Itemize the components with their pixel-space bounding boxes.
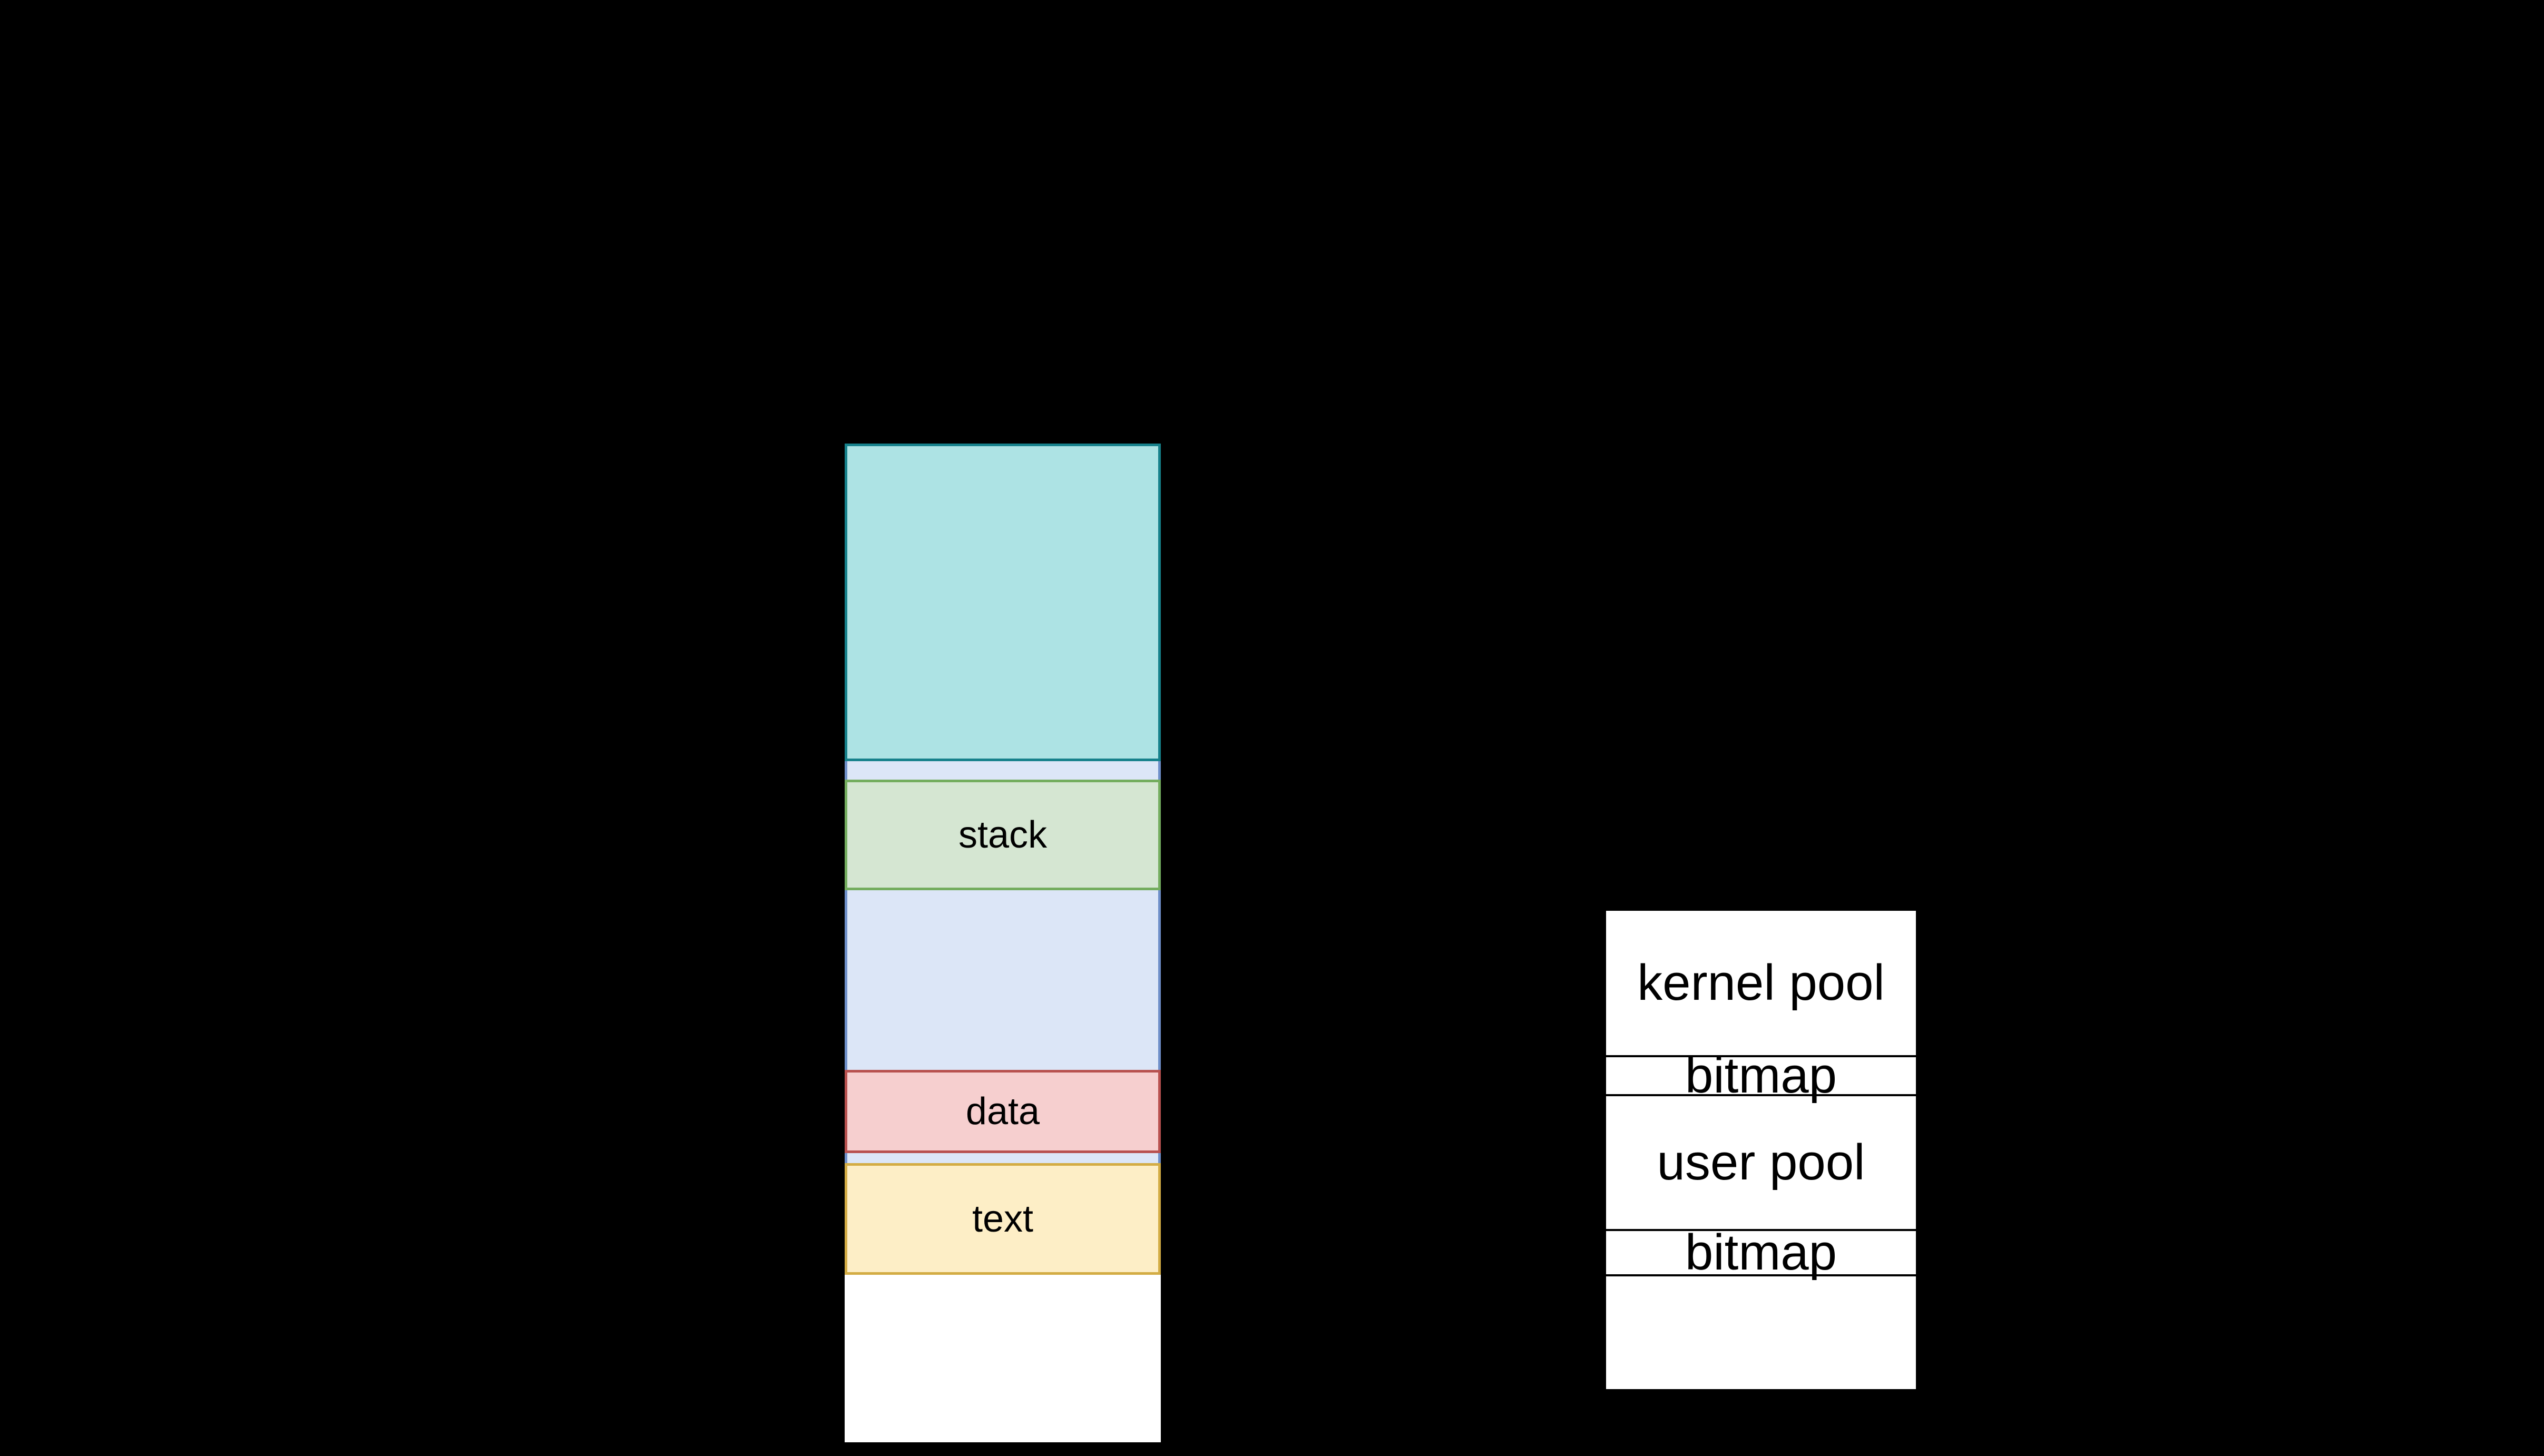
vm-segment-text: text bbox=[845, 1163, 1161, 1275]
pool-row-kernel-pool: kernel pool bbox=[1606, 911, 1916, 1055]
vm-segment-gap-below-data bbox=[845, 1153, 1161, 1163]
pool-row-kernel-pool-label: kernel pool bbox=[1637, 955, 1885, 1011]
vm-segment-reserved bbox=[845, 1275, 1161, 1442]
vm-segment-free-top bbox=[845, 444, 1161, 761]
virtual-memory-diagram: stack data text bbox=[845, 444, 1161, 1442]
pool-row-user-pool-label: user pool bbox=[1657, 1134, 1865, 1191]
vm-segment-stack: stack bbox=[845, 780, 1161, 890]
pool-row-user-bitmap: bitmap bbox=[1606, 1224, 1916, 1281]
vm-segment-data-label: data bbox=[965, 1090, 1040, 1133]
pool-row-kernel-bitmap: bitmap bbox=[1606, 1050, 1916, 1101]
pool-row-kernel-bitmap-label: bitmap bbox=[1685, 1047, 1837, 1104]
pool-row-spare bbox=[1606, 1276, 1916, 1389]
vm-segment-gap-heap bbox=[845, 890, 1161, 1070]
pool-row-user-pool: user pool bbox=[1606, 1096, 1916, 1229]
vm-segment-gap-above-stack bbox=[845, 761, 1161, 780]
pool-row-user-bitmap-label: bitmap bbox=[1685, 1224, 1837, 1281]
vm-segment-stack-label: stack bbox=[958, 814, 1048, 856]
vm-segment-data: data bbox=[845, 1070, 1161, 1153]
physical-memory-diagram: kernel pool bitmap user pool bitmap bbox=[1604, 909, 1918, 1391]
vm-segment-text-label: text bbox=[972, 1198, 1034, 1240]
